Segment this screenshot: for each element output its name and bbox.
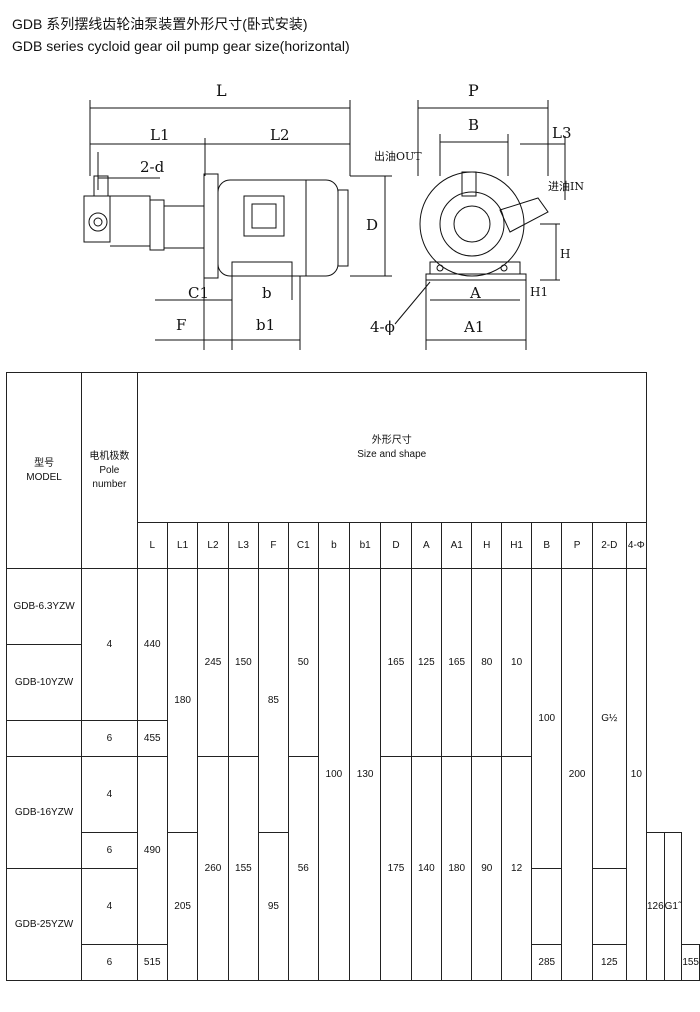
dim-H-label: H [560,247,570,261]
model-cell-empty [5,720,83,757]
col-header: B [531,522,563,569]
dim-F-label: F [176,316,186,334]
model-cell: GDB-25YZW [5,868,83,981]
value-cell: 165 [380,568,412,757]
col-header: A1 [441,522,473,569]
value-cell: 245 [197,568,229,757]
value-cell: G½ [591,568,627,869]
pole-cell: 6 [81,832,138,869]
col-header: F [258,522,289,569]
value-cell: 285 [531,944,563,981]
value-cell: 10 [501,568,533,757]
col-header: L3 [227,522,260,569]
dim-P-label: P [468,81,479,100]
value-cell: 95 [258,832,289,981]
model-cell: GDB-6.3YZW [5,568,83,645]
col-header: L [136,522,168,569]
col-header: H [471,522,503,569]
dim-A1-label: A1 [463,318,484,336]
pole-cell: 4 [81,868,138,945]
col-header: 4-Φ [625,522,647,569]
value-cell: 175 [380,756,412,981]
dim-B-label: B [468,116,479,134]
value-cell: 100 [531,568,563,869]
value-cell: 130 [348,568,382,981]
model-cell: GDB-16YZW [5,756,83,869]
dim-L-label: L [216,81,227,100]
value-cell: 455 [136,720,168,757]
value-cell: 10 [625,568,647,981]
dim-H1-label: H1 [530,285,548,299]
model-cell: GDB-10YZW [5,644,83,721]
value-cell: 440 [136,568,168,721]
col-header: L1 [166,522,199,569]
col-header: A [410,522,443,569]
value-cell: 260 [197,756,229,981]
oil-inlet-label: 进油IN [548,179,584,193]
dim-b-label: b [262,284,272,302]
value-cell: 85 [258,568,289,833]
pole-cell: 6 [81,944,138,981]
dim-L2-label: L2 [270,126,290,144]
value-cell: 140 [410,756,443,981]
pole-cell: 6 [81,720,138,757]
value-cell: 80 [471,568,503,757]
value-cell: 125 [591,944,627,981]
value-cell: 515 [136,944,168,981]
pump-dimension-drawing: L L1 L2 2-d C1 b F b1 D P B L3 出油OUT 进油I… [83,81,584,350]
col-header: 2-D [591,522,627,569]
col-header: L2 [197,522,229,569]
value-cell: 180 [441,756,473,981]
dim-A-label: A [469,284,481,302]
col-header: D [380,522,412,569]
pole-cell: 4 [81,756,138,833]
value-cell: 205 [166,832,199,981]
dim-4phi-label: 4-ϕ [370,318,395,336]
col-header: b [317,522,351,569]
dim-2d-label: 2-d [140,158,165,176]
value-cell: 180 [166,568,199,833]
page-title-chinese: GDB 系列摆线齿轮油泵装置外形尺寸(卧式安装) [12,16,308,32]
value-cell: 56 [287,756,319,981]
value-cell: 126 [645,832,665,981]
value-cell: 150 [227,568,260,757]
pole-cell: 4 [81,568,138,721]
value-cell: 90 [471,756,503,981]
col-header: P [561,522,593,569]
value-cell: 12 [501,756,533,981]
value-cell: 490 [136,756,168,945]
value-cell: 155 [227,756,260,981]
value-cell: 50 [287,568,319,757]
dim-L1-label: L1 [150,126,170,144]
oil-outlet-label: 出油OUT [374,149,422,163]
dim-D-label: D [366,216,378,234]
dim-b1-label: b1 [256,316,275,334]
page-title-english: GDB series cycloid gear oil pump gear si… [12,38,350,54]
dim-L3-label: L3 [552,124,572,142]
dim-C1-label: C1 [188,284,209,302]
col-header: C1 [287,522,319,569]
col-header: H1 [501,522,533,569]
value-cell: 165 [441,568,473,757]
value-cell: 155 [681,944,700,981]
value-cell: 125 [410,568,443,757]
value-cell: 100 [317,568,351,981]
value-cell: G1˝ [663,832,683,981]
value-cell: 200 [561,568,593,981]
col-header: b1 [348,522,382,569]
